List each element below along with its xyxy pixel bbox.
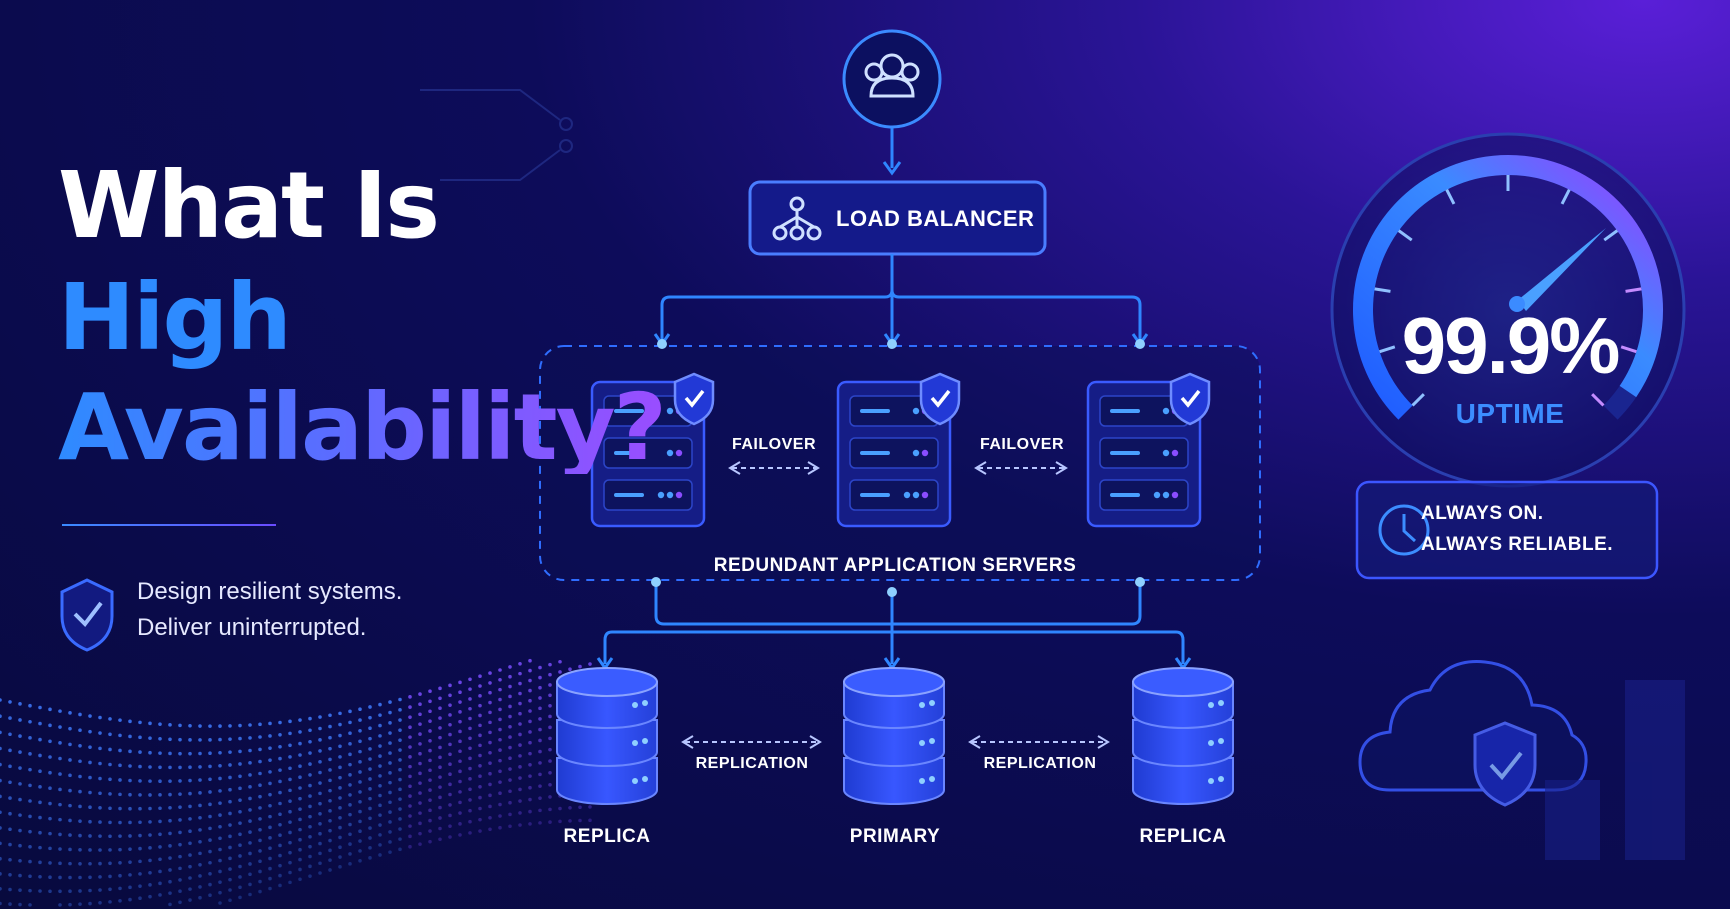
shield-check-icon [919,372,961,426]
failover-label-1: FAILOVER [731,436,816,453]
users-node [842,29,942,129]
load-balancer-box [748,180,1047,256]
decorative-circuit-lines [420,89,573,181]
database-row [556,667,1234,805]
db-label-replica-left: REPLICA [563,826,651,847]
users-icon [864,53,920,98]
clock-icon [1378,504,1430,556]
users-to-lb-arrowhead [882,161,902,176]
replication-label-2: REPLICATION [983,755,1097,772]
title-divider [62,524,276,526]
uptime-gauge [1330,132,1686,488]
shield-check-icon [673,372,715,426]
tagline-2: Deliver uninterrupted. [137,614,367,641]
tagline-shield-icon [60,578,114,652]
db-label-replica-right: REPLICA [1139,826,1227,847]
status-line-2: ALWAYS RELIABLE. [1421,534,1614,555]
title-line-3: Availability? [58,374,667,481]
decorative-building-silhouette [1545,680,1685,860]
status-line-1: ALWAYS ON. [1421,503,1544,524]
replication-label-1: REPLICATION [695,755,809,772]
load-balancer-label: LOAD BALANCER [836,206,1035,231]
shield-check-icon [1473,721,1537,807]
gauge-needle [1509,228,1606,312]
uptime-value: 99.9% [1401,301,1621,390]
app-server-3 [1086,372,1211,528]
gauge-fill [1353,155,1663,420]
decorative-dot-wave [0,658,592,907]
tagline-1: Design resilient systems. [137,578,403,605]
cloud-shield-illustration [1358,660,1685,860]
replication-arrows [681,735,1110,749]
uptime-label: UPTIME [1455,398,1565,429]
db-label-primary: PRIMARY [849,826,941,847]
status-card [1355,480,1659,580]
servers-to-db-arrowheads [596,657,1192,671]
app-server-2 [836,372,961,528]
connector-glow-dots [651,339,1145,597]
servers-to-db-lines [603,582,1185,664]
servers-group-label: REDUNDANT APPLICATION SERVERS [713,555,1077,576]
title-line-2: High [58,264,292,371]
cloud-icon [1358,660,1588,792]
shield-check-icon [1169,372,1211,426]
database-replica-right [1132,667,1234,805]
failover-label-2: FAILOVER [979,436,1064,453]
title-line-1: What Is [58,152,440,259]
server-row [590,372,1211,528]
lb-to-servers-lines [660,254,1142,340]
network-tree-icon [772,196,822,241]
failover-arrows [728,461,1068,475]
database-replica-left [556,667,658,805]
gauge-ticks [1374,175,1642,407]
app-server-1 [590,372,715,528]
database-primary [843,667,945,805]
lb-to-servers-arrowheads [653,333,1149,347]
